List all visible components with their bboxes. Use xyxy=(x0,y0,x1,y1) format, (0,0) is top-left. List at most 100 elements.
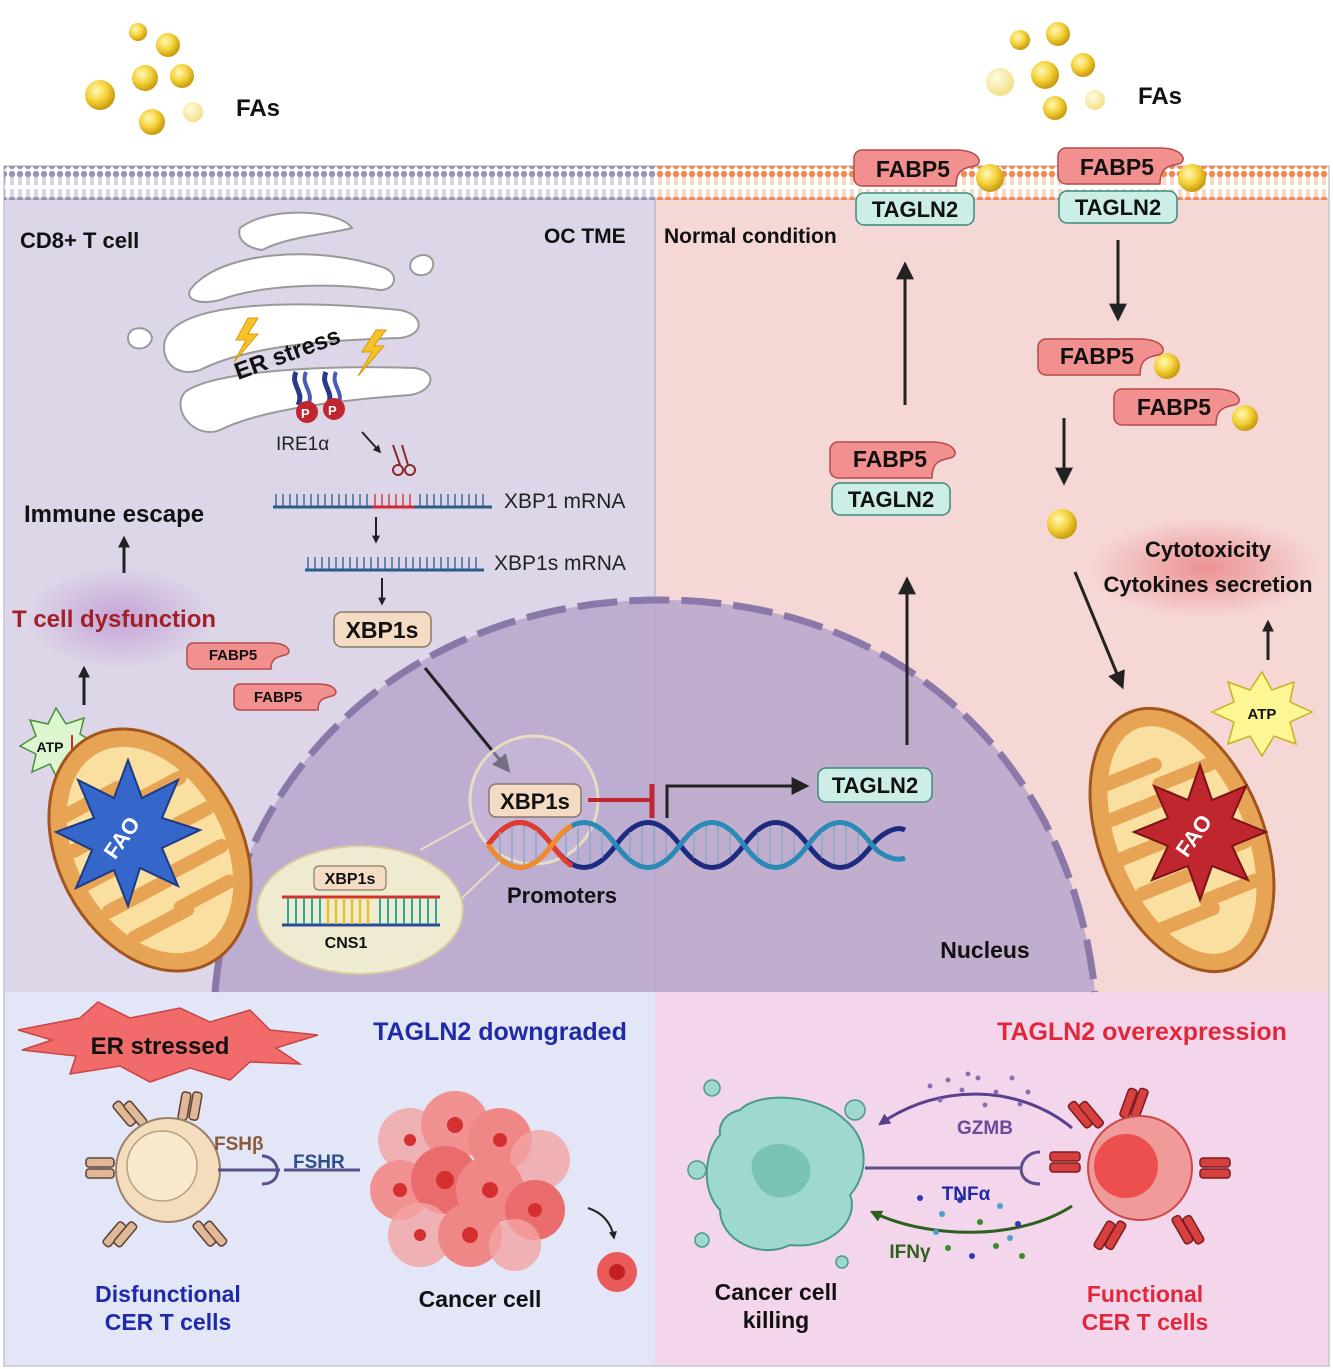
cancer-killing-label-line1: Cancer cell xyxy=(715,1279,838,1305)
cytokine-particles xyxy=(917,1195,1025,1259)
inset-xbp1s-label: XBP1s xyxy=(325,871,376,888)
nucleus-envelope xyxy=(211,596,1099,993)
fatty-acids-right xyxy=(986,22,1105,120)
phospho-badge: P xyxy=(328,403,337,418)
free-fabp5-a-tag xyxy=(1037,338,1164,376)
xbp1s-mrna-strand xyxy=(305,557,484,572)
scissors-icon xyxy=(392,444,416,476)
membrane-fabp5-b-tag xyxy=(1057,147,1184,185)
cancer-cell-cluster xyxy=(370,1091,570,1271)
fa-droplet xyxy=(976,164,1004,192)
cytotoxicity-glow xyxy=(1090,518,1320,618)
fa-droplet xyxy=(1232,405,1258,431)
phospho-badge: P xyxy=(301,406,310,421)
ifng-label: IFNγ xyxy=(889,1242,931,1263)
arrow-fa-to-mito xyxy=(1073,571,1125,690)
mid-fabp5-tag xyxy=(829,441,956,479)
normal-condition-label: Normal condition xyxy=(664,225,837,248)
endoplasmic-reticulum xyxy=(126,211,435,433)
ire1a-receptor-icon xyxy=(292,370,345,423)
fabp5-tag-small-a xyxy=(186,642,290,670)
membrane-tagln2-a-label: TAGLN2 xyxy=(872,197,958,222)
tagln2-nucleus-box xyxy=(817,767,933,803)
fa-droplet xyxy=(1154,353,1180,379)
free-fabp5-b-label: FABP5 xyxy=(1137,394,1211,420)
fabp5-tag-small-b xyxy=(233,683,337,711)
cns1-dna-segment xyxy=(282,895,440,927)
cns1-label: CNS1 xyxy=(325,935,368,952)
cd8-t-cell-label: CD8+ T cell xyxy=(20,228,139,253)
fshr-label: FSHR xyxy=(293,1152,345,1173)
xbp1s-mrna-label: XBP1s mRNA xyxy=(494,552,626,575)
fao-burst-right xyxy=(1131,761,1269,904)
membrane-fabp5-a-label: FABP5 xyxy=(876,156,950,182)
membrane-tagln2-b-box xyxy=(1058,190,1178,224)
fa-droplet xyxy=(1047,509,1077,539)
fas-left-label: FAs xyxy=(236,95,280,122)
functional-t-cell xyxy=(1049,1087,1231,1251)
arrow-ire1a-to-scissors xyxy=(361,431,382,454)
fas-right-label: FAs xyxy=(1138,83,1182,110)
disfunctional-cell-label-line1: Disfunctional xyxy=(95,1281,241,1307)
fa-droplet xyxy=(1178,164,1206,192)
fatty-acids-left xyxy=(85,23,203,135)
dying-cancer-cell xyxy=(687,1079,866,1269)
cytokines-label: Cytokines secretion xyxy=(1103,572,1312,597)
er-stressed-burst xyxy=(17,1001,319,1083)
inset-connector xyxy=(419,819,476,851)
immune-escape-label: Immune escape xyxy=(24,501,204,528)
fshb-label: FSHβ xyxy=(214,1134,264,1155)
cancer-cell-label: Cancer cell xyxy=(419,1286,542,1312)
inset-xbp1s-box xyxy=(313,865,387,891)
transcription-arrow xyxy=(665,777,810,818)
atp-high-burst xyxy=(1210,670,1314,758)
tagln2-downgraded-title: TAGLN2 downgraded xyxy=(373,1018,627,1046)
disfunctional-cell-label-line2: CER T cells xyxy=(105,1309,232,1335)
fao-burst-left xyxy=(53,757,203,910)
mid-fabp5-label: FABP5 xyxy=(853,446,927,472)
ire1a-label: IRE1α xyxy=(276,434,329,455)
nucleus-label: Nucleus xyxy=(940,937,1029,963)
free-fabp5-b-tag xyxy=(1113,388,1240,426)
xbp1s-bound-box xyxy=(488,783,582,818)
lightning-icon xyxy=(233,317,387,377)
xbp1s-protein-box xyxy=(333,611,432,648)
fabp5-tag-small-b-label: FABP5 xyxy=(254,689,302,706)
er-stressed-label: ER stressed xyxy=(91,1033,230,1060)
xbp1-mrna-label: XBP1 mRNA xyxy=(504,490,625,513)
inset-connector xyxy=(459,861,501,901)
membrane-tagln2-b-label: TAGLN2 xyxy=(1075,195,1161,220)
t-cell-dysfunction-label: T cell dysfunction xyxy=(12,606,216,633)
xbp1s-bound-label: XBP1s xyxy=(500,789,570,814)
tagln2-nucleus-label: TAGLN2 xyxy=(832,773,918,798)
cytotoxicity-label: Cytotoxicity xyxy=(1145,537,1272,562)
escaped-cancer-nucleus xyxy=(609,1264,625,1280)
atp-high-label: ATP xyxy=(1248,706,1277,723)
fabp5-tag-small-a-label: FABP5 xyxy=(209,647,257,664)
mid-tagln2-box xyxy=(831,482,951,516)
oc-tme-label: OC TME xyxy=(544,225,626,248)
dysfunctional-t-cell xyxy=(85,1091,280,1248)
functional-cell-label-line1: Functional xyxy=(1087,1281,1203,1307)
membrane-fabp5-a-tag xyxy=(853,149,980,187)
ifng-arrow xyxy=(869,1204,1073,1234)
arrow-cancer-escape xyxy=(587,1207,617,1240)
membrane-fabp5-b-label: FABP5 xyxy=(1080,154,1154,180)
atp-low-label: ATP xyxy=(37,739,64,755)
xbp1-mrna-strand xyxy=(273,494,492,509)
tagln2-overexpression-title: TAGLN2 overexpression xyxy=(997,1018,1287,1046)
dysfunction-glow xyxy=(25,566,215,670)
gzmb-label: GZMB xyxy=(957,1118,1013,1139)
tnfa-label: TNFα xyxy=(942,1184,991,1205)
cell-membrane-left xyxy=(4,166,655,200)
free-fabp5-a-label: FABP5 xyxy=(1060,343,1134,369)
membrane-tagln2-a-box xyxy=(855,192,975,226)
cancer-killing-label-line2: killing xyxy=(743,1307,809,1333)
gzmb-particles xyxy=(927,1071,1031,1108)
dna-helix xyxy=(485,820,907,870)
mid-tagln2-label: TAGLN2 xyxy=(848,487,934,512)
promoters-label: Promoters xyxy=(507,883,617,908)
car-bridge xyxy=(865,1150,1041,1186)
xbp1s-protein-label: XBP1s xyxy=(346,617,419,643)
